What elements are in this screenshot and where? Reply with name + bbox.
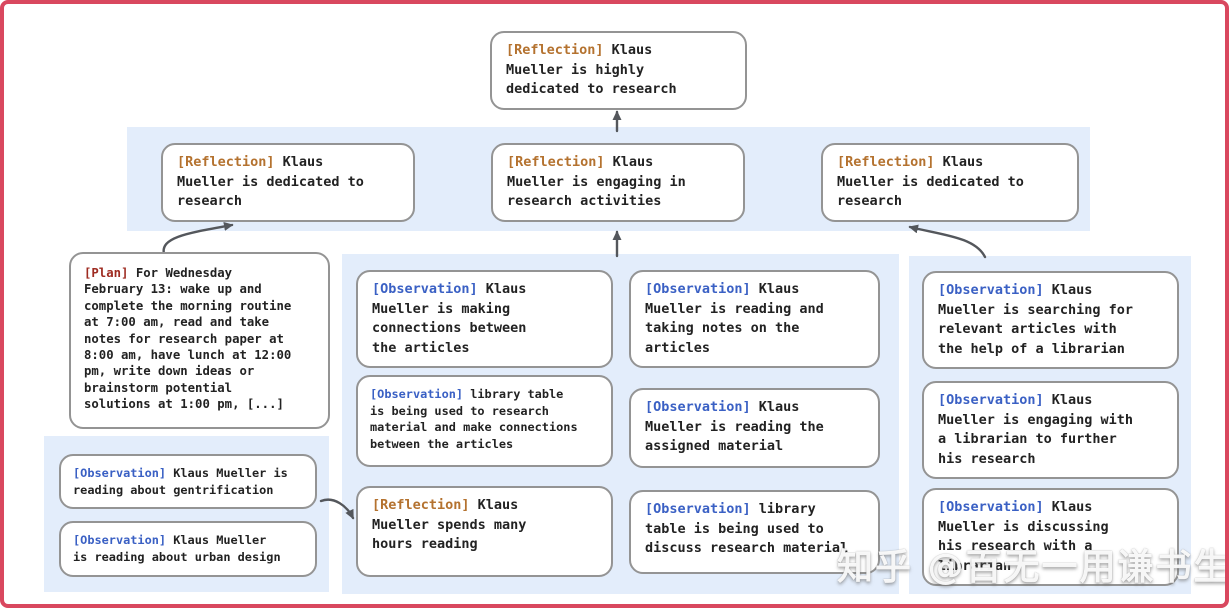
node-text: Klaus Mueller is engaging in research ac… [507,154,686,209]
reflection-tag: [Reflection] [177,154,275,170]
node-observation-engaging-librarian: [Observation] Klaus Mueller is engaging … [922,381,1179,479]
node-observation-discussing-research: [Observation] Klaus Mueller is discussin… [922,488,1179,586]
node-text: Klaus Mueller is reading the assigned ma… [645,399,824,454]
node-text: Klaus Mueller spends many hours reading [372,497,527,552]
node-observation-urban-design: [Observation] Klaus Mueller is reading a… [59,521,317,577]
reflection-tag: [Reflection] [372,497,470,513]
node-reflection-right: [Reflection] Klaus Mueller is dedicated … [821,143,1079,222]
node-observation-library-table-research: [Observation] library table is being use… [356,375,613,467]
observation-tag: [Observation] [938,392,1044,408]
node-observation-making-connections: [Observation] Klaus Mueller is making co… [356,270,613,368]
observation-tag: [Observation] [370,387,464,401]
node-observation-gentrification: [Observation] Klaus Mueller is reading a… [59,454,317,509]
reflection-tag: [Reflection] [506,42,604,58]
node-text: Klaus Mueller is searching for relevant … [938,282,1134,357]
node-reflection-left: [Reflection] Klaus Mueller is dedicated … [161,143,415,222]
node-text: Klaus Mueller is making connections betw… [372,281,527,356]
node-text: Klaus Mueller is highly dedicated to res… [506,42,677,97]
node-plan-wednesday: [Plan] For Wednesday February 13: wake u… [69,252,330,429]
node-reflection-hours-reading: [Reflection] Klaus Mueller spends many h… [356,486,613,577]
observation-tag: [Observation] [645,399,751,415]
observation-tag: [Observation] [645,501,751,517]
node-text: Klaus Mueller is reading about gentrific… [73,466,288,497]
arrow-rightpanel-to-reflection-right [908,224,987,259]
node-text: Klaus Mueller is engaging with a librari… [938,392,1134,467]
node-text: Klaus Mueller is dedicated to research [837,154,1024,209]
observation-tag: [Observation] [938,499,1044,515]
node-text: library table is being used to research … [370,387,578,451]
plan-tag: [Plan] [84,266,129,280]
observation-tag: [Observation] [73,533,167,547]
observation-tag: [Observation] [938,282,1044,298]
node-text: Klaus Mueller is discussing his research… [938,499,1109,574]
node-observation-taking-notes: [Observation] Klaus Mueller is reading a… [629,270,880,368]
node-text: Klaus Mueller is dedicated to research [177,154,364,209]
node-text: Klaus Mueller is reading and taking note… [645,281,824,356]
node-text: library table is being used to discuss r… [645,501,849,556]
node-reflection-middle: [Reflection] Klaus Mueller is engaging i… [491,143,745,222]
node-observation-library-table-discuss: [Observation] library table is being use… [629,490,880,574]
node-observation-assigned-material: [Observation] Klaus Mueller is reading t… [629,388,880,468]
reflection-tag: [Reflection] [507,154,605,170]
node-observation-searching-articles: [Observation] Klaus Mueller is searching… [922,271,1179,369]
node-text: For Wednesday February 13: wake up and c… [84,266,292,412]
observation-tag: [Observation] [372,281,478,297]
node-reflection-root: [Reflection] Klaus Mueller is highly ded… [490,31,747,110]
observation-tag: [Observation] [645,281,751,297]
reflection-tag: [Reflection] [837,154,935,170]
observation-tag: [Observation] [73,466,167,480]
node-text: Klaus Mueller is reading about urban des… [73,533,281,564]
